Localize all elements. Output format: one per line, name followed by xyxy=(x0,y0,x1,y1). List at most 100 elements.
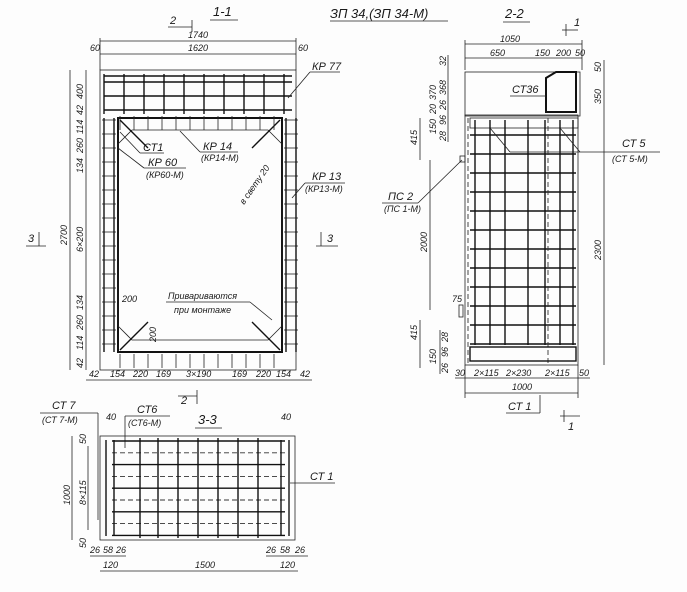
dim-120-left: 120 xyxy=(103,560,118,570)
dim-42-b: 42 xyxy=(75,358,85,368)
dim-200-b: 200 xyxy=(148,327,158,343)
dim-1500: 1500 xyxy=(195,560,215,570)
dim-50-bottom: 50 xyxy=(78,538,88,548)
dim-b-42-r: 42 xyxy=(300,369,310,379)
dim-l-28: 28 xyxy=(438,131,448,142)
dim-134-b: 134 xyxy=(75,295,85,310)
dim-b-169: 169 xyxy=(156,369,171,379)
label-ct6: СТ6 xyxy=(137,404,158,416)
dim-l-368: 368 xyxy=(438,80,448,95)
dim-1000: 1000 xyxy=(62,485,72,505)
dim-b-3x190: 3×190 xyxy=(186,369,211,379)
label-ct1: СТ1 xyxy=(143,142,163,154)
dim-b-2x115: 2×115 xyxy=(473,368,500,378)
label-ct1-3-3: СТ 1 xyxy=(310,471,333,483)
dim-l-26-b: 26 xyxy=(440,363,450,374)
dim-l-20: 20 xyxy=(428,104,438,115)
dim-134: 134 xyxy=(75,158,85,173)
label-ct7: СТ 7 xyxy=(52,400,76,412)
dim-40-left: 40 xyxy=(106,412,116,422)
dim-b-50: 50 xyxy=(579,368,589,378)
label-ct5: СТ 5 xyxy=(622,138,646,150)
dim-40-right: 40 xyxy=(281,412,291,422)
label-ct7m: (СТ 7-М) xyxy=(42,415,78,425)
dim-6x200: 6×200 xyxy=(75,227,85,252)
dim-l-28-b: 28 xyxy=(440,332,450,343)
label-kp14: КР 14 xyxy=(203,141,232,153)
bottom-dims-1-1: 42 154 220 169 3×190 169 220 154 42 xyxy=(89,369,310,379)
dim-l-32: 32 xyxy=(438,56,448,66)
dim-b-154: 154 xyxy=(110,369,125,379)
cut-mark-2-bottom: 2 xyxy=(180,395,187,407)
dim-l-75: 75 xyxy=(452,294,463,304)
section-2-2-title: 2-2 xyxy=(504,6,525,21)
dim-l-26: 26 xyxy=(438,100,448,111)
label-ct36: СТ36 xyxy=(512,84,539,96)
label-ct6m: (СТ6-М) xyxy=(128,418,161,428)
dim-114: 114 xyxy=(75,120,85,134)
dim-l-2000: 2000 xyxy=(419,232,429,253)
dim-60-left: 60 xyxy=(90,43,100,53)
dim-200-a: 200 xyxy=(121,294,137,304)
dim-b-220-r: 220 xyxy=(255,369,271,379)
base-mesh-ct1 xyxy=(105,438,290,538)
dim-1620: 1620 xyxy=(188,43,208,53)
drawing-title: ЗП 34,(ЗП 34-М) xyxy=(330,6,428,21)
dim-b-154-r: 154 xyxy=(276,369,291,379)
cut-mark-3-left: 3 xyxy=(28,233,35,245)
dim-150: 150 xyxy=(535,48,550,58)
dim-114-b: 114 xyxy=(75,336,85,350)
label-pc1m: (ПС 1-М) xyxy=(384,204,421,214)
label-clear-opening: в свету 20 xyxy=(237,163,271,206)
dim-26-c: 26 xyxy=(265,545,276,555)
dim-26-d: 26 xyxy=(294,545,305,555)
dim-r-50: 50 xyxy=(593,62,603,72)
label-ct1-2-2: СТ 1 xyxy=(508,401,531,413)
label-kp77: КР 77 xyxy=(312,61,342,73)
dim-l-370: 370 xyxy=(428,85,438,100)
section-1-1: 1-1 2 1740 1620 60 60 2700 400 42 114 26… xyxy=(26,4,345,407)
cut-mark-1-top: 1 xyxy=(574,17,580,29)
dim-8x115: 8×115 xyxy=(78,479,88,505)
dim-l-96: 96 xyxy=(438,115,448,125)
cut-mark-3-right: 3 xyxy=(327,233,334,245)
cut-mark-2-top: 2 xyxy=(169,15,176,27)
dim-26-b: 26 xyxy=(115,545,126,555)
dim-42: 42 xyxy=(75,105,85,115)
dim-200: 200 xyxy=(555,48,571,58)
wall-mesh-kp13 xyxy=(102,116,298,368)
dim-58-b: 58 xyxy=(280,545,290,555)
wall-mesh-pc2 xyxy=(467,118,576,365)
dim-50: 50 xyxy=(575,48,585,58)
label-kp60: КР 60 xyxy=(148,157,178,169)
label-pc2: ПС 2 xyxy=(388,191,413,203)
section-2-2: 2-2 1 1050 650 150 200 50 50 350 2300 32… xyxy=(382,6,660,433)
dim-l-150-b: 150 xyxy=(428,349,438,364)
note-welded: Привариваются xyxy=(168,291,237,301)
section-3-3-title: 3-3 xyxy=(198,412,218,427)
dim-r-350: 350 xyxy=(593,89,603,104)
dim-26-a: 26 xyxy=(89,545,100,555)
dim-l-150: 150 xyxy=(428,119,438,134)
dim-l-415-b: 415 xyxy=(409,324,419,340)
label-kp13: КР 13 xyxy=(312,171,342,183)
dim-1050: 1050 xyxy=(500,34,520,44)
dim-b-2x115-r: 2×115 xyxy=(544,368,571,378)
dim-b-30: 30 xyxy=(455,368,465,378)
dim-400: 400 xyxy=(75,84,85,99)
dim-1740: 1740 xyxy=(188,30,208,40)
dim-650: 650 xyxy=(490,48,505,58)
dim-60-right: 60 xyxy=(298,43,308,53)
label-kp14m: (КР14-М) xyxy=(201,153,239,163)
dim-l-415: 415 xyxy=(409,129,419,145)
note-on-installation: при монтаже xyxy=(174,305,231,315)
dim-260-b: 260 xyxy=(75,315,85,331)
label-kp13m: (КР13-М) xyxy=(305,184,343,194)
cut-mark-1-bottom: 1 xyxy=(568,421,574,433)
dim-r-2300: 2300 xyxy=(593,240,603,261)
dim-120-right: 120 xyxy=(280,560,295,570)
dim-260: 260 xyxy=(75,138,85,154)
dim-b-42: 42 xyxy=(89,369,99,379)
